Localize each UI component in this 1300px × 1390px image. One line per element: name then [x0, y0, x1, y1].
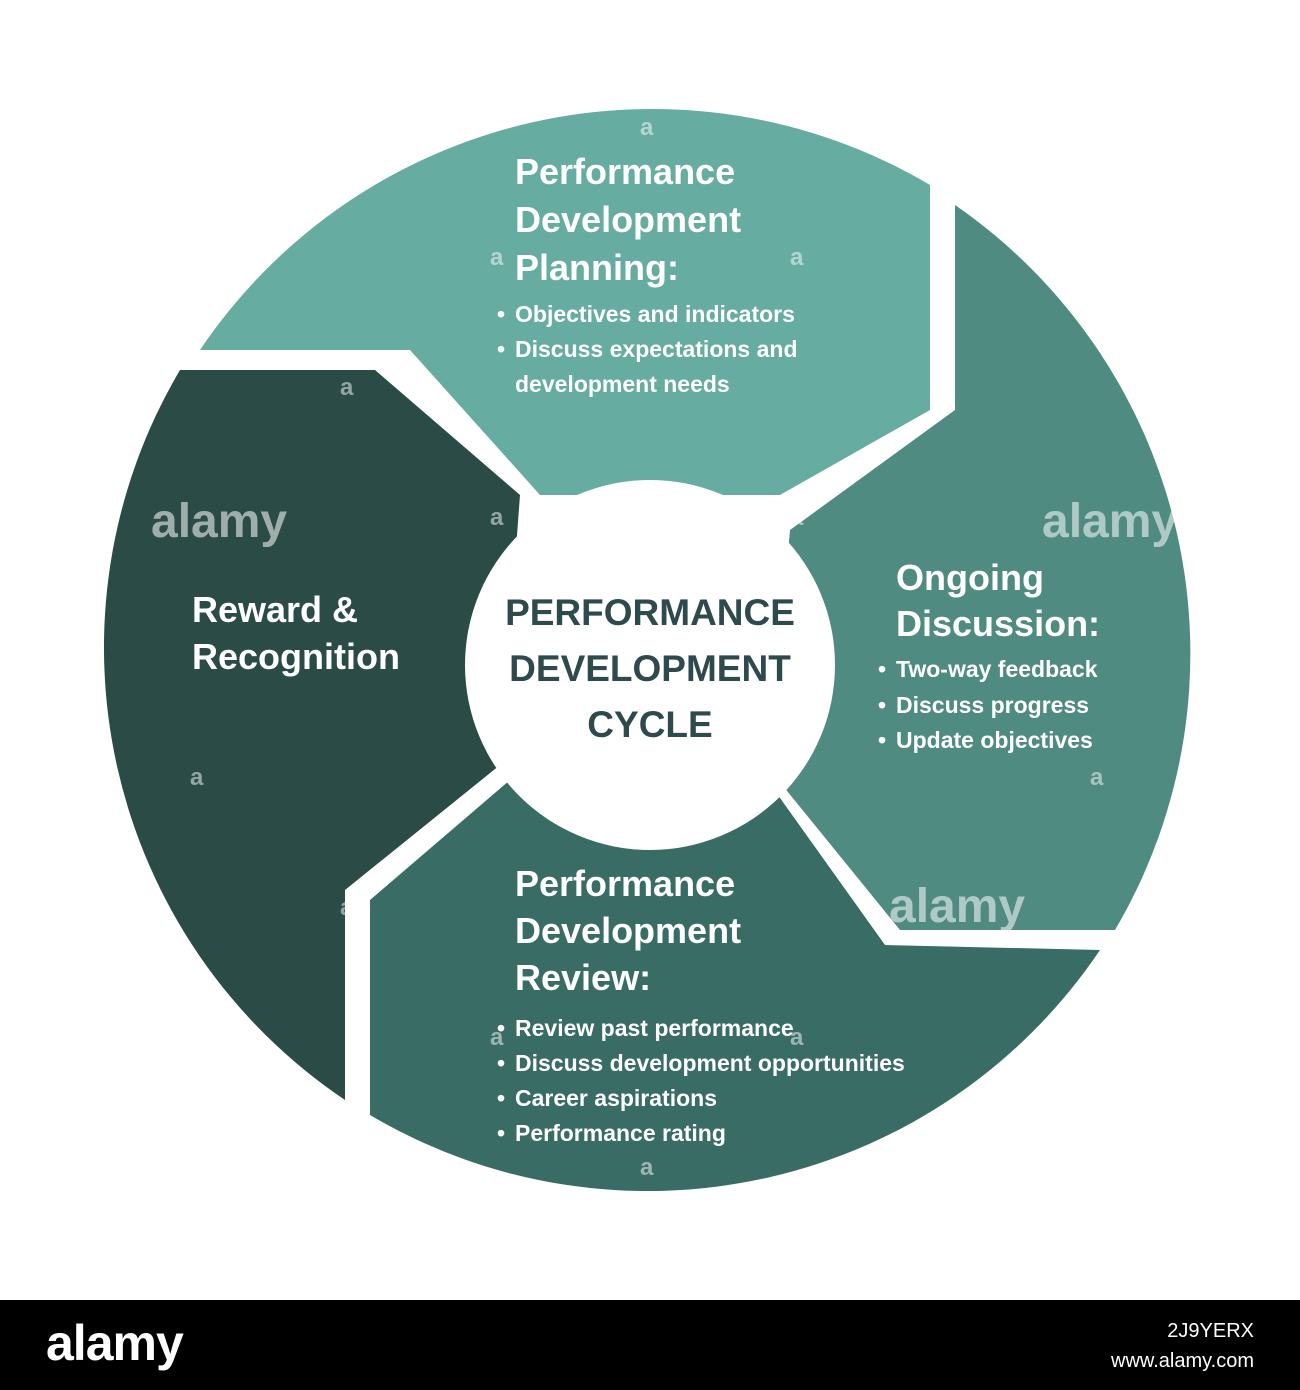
- watermark-layer: alamy alamy alamy a a a a a a a a a a a …: [151, 114, 1178, 1181]
- planning-title-line-3: Planning:: [515, 247, 679, 288]
- watermark-mark: a: [790, 1024, 804, 1051]
- planning-bullet-1: Objectives and indicators: [515, 301, 795, 327]
- watermark-mark: a: [640, 1154, 654, 1181]
- review-title-line-2: Development: [515, 910, 741, 951]
- bullet-dot: •: [878, 656, 886, 682]
- bullet-dot: •: [497, 336, 505, 362]
- footer-meta: 2J9YERX www.alamy.com: [1111, 1316, 1254, 1376]
- segment-reward-recognition: [103, 370, 520, 1100]
- watermark-mark: a: [490, 244, 504, 271]
- footer-bar: alamy 2J9YERX www.alamy.com: [0, 1300, 1300, 1390]
- watermark-mark: a: [490, 504, 504, 531]
- watermark-mark: a: [490, 1024, 504, 1051]
- review-bullet-3: Career aspirations: [515, 1085, 717, 1111]
- bullet-dot: •: [497, 1015, 505, 1041]
- ongoing-title-line-2: Discussion:: [896, 603, 1100, 644]
- bullet-dot: •: [878, 692, 886, 718]
- review-title-line-3: Review:: [515, 957, 651, 998]
- watermark-word: alamy: [151, 495, 287, 548]
- watermark-mark: a: [790, 504, 804, 531]
- ongoing-title-line-1: Ongoing: [896, 557, 1044, 598]
- watermark-mark: a: [340, 894, 354, 921]
- center-title-line-3: CYCLE: [587, 704, 712, 745]
- ongoing-bullet-3: Update objectives: [896, 727, 1093, 753]
- review-bullet-1: Review past performance: [515, 1015, 794, 1041]
- bullet-dot: •: [497, 301, 505, 327]
- footer-site: www.alamy.com: [1111, 1350, 1254, 1372]
- planning-title-line-1: Performance: [515, 151, 735, 192]
- segment-planning: [200, 108, 930, 495]
- bullet-dot: •: [878, 727, 886, 753]
- reward-title-line-1: Reward &: [192, 589, 358, 630]
- review-bullet-2: Discuss development opportunities: [515, 1050, 905, 1076]
- bullet-dot: •: [497, 1050, 505, 1076]
- segment-review: [370, 770, 1100, 1192]
- reward-label: Reward & Recognition: [192, 589, 400, 677]
- bullet-dot: •: [497, 1085, 505, 1111]
- watermark-mark: a: [790, 244, 804, 271]
- watermark-word: alamy: [889, 880, 1025, 933]
- watermark-mark: a: [190, 764, 204, 791]
- watermark-mark: a: [1090, 764, 1104, 791]
- watermark-word: alamy: [1042, 495, 1178, 548]
- planning-bullet-2: Discuss expectations and: [515, 336, 798, 362]
- ongoing-bullet-2: Discuss progress: [896, 692, 1089, 718]
- review-label: Performance Development Review: • Review…: [497, 863, 905, 1146]
- planning-label: Performance Development Planning: • Obje…: [497, 151, 798, 397]
- center-title-line-1: PERFORMANCE: [505, 592, 795, 633]
- review-bullet-4: Performance rating: [515, 1120, 726, 1146]
- review-title-line-1: Performance: [515, 863, 735, 904]
- cycle-diagram: PERFORMANCE DEVELOPMENT CYCLE Performanc…: [103, 108, 1191, 1192]
- ongoing-label: Ongoing Discussion: • Two-way feedback •…: [878, 557, 1100, 753]
- center-circle: [465, 480, 835, 850]
- watermark-mark: a: [340, 374, 354, 401]
- footer-logo: alamy: [46, 1315, 184, 1371]
- center-title-line-2: DEVELOPMENT: [509, 648, 791, 689]
- footer-image-id: 2J9YERX: [1167, 1320, 1254, 1342]
- ongoing-bullet-1: Two-way feedback: [896, 656, 1098, 682]
- watermark-mark: a: [940, 374, 954, 401]
- planning-title-line-2: Development: [515, 199, 741, 240]
- segment-ongoing-discussion: [770, 205, 1191, 930]
- bullet-dot: •: [497, 1120, 505, 1146]
- reward-title-line-2: Recognition: [192, 636, 400, 677]
- planning-bullet-2-continuation: development needs: [515, 371, 730, 397]
- watermark-mark: a: [640, 114, 654, 141]
